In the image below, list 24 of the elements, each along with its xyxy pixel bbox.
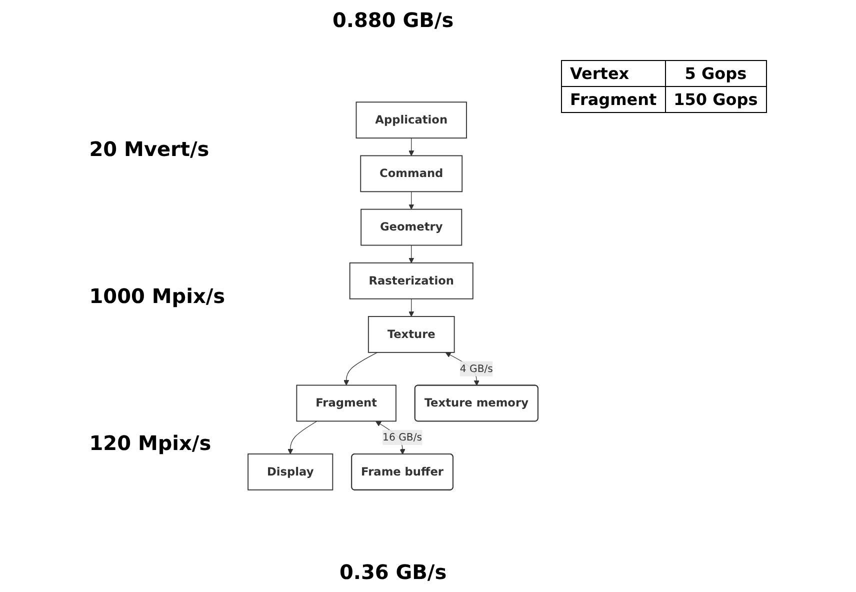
arrow: [408, 244, 414, 264]
arrow: [288, 420, 318, 454]
node-box: Display: [248, 453, 334, 490]
rate-label: 1000 Mpix/s: [89, 284, 226, 308]
table-value: 150 Gops: [665, 86, 766, 112]
node-box: Rasterization: [349, 262, 474, 300]
rate-label: 0.880 GB/s: [332, 8, 454, 32]
edge-label: 16 GB/s: [382, 431, 422, 444]
arrow: [408, 191, 414, 210]
table-value: 5 Gops: [665, 60, 766, 86]
node-box: Texture: [368, 316, 455, 353]
node-box: Geometry: [360, 208, 462, 246]
node-box: Application: [356, 102, 467, 139]
rate-label: 20 Mvert/s: [89, 137, 210, 162]
arrow: [408, 138, 414, 156]
node-box: Fragment: [296, 384, 396, 422]
table-row-header: Fragment: [562, 86, 666, 112]
arrow: [344, 352, 378, 386]
table-row-header: Vertex: [562, 60, 666, 86]
node-box: Command: [360, 155, 463, 192]
rate-label: 0.36 GB/s: [339, 560, 447, 584]
rate-label: 120 Mpix/s: [89, 430, 212, 455]
edge-label: 4 GB/s: [460, 362, 493, 374]
arrow: [408, 298, 414, 317]
